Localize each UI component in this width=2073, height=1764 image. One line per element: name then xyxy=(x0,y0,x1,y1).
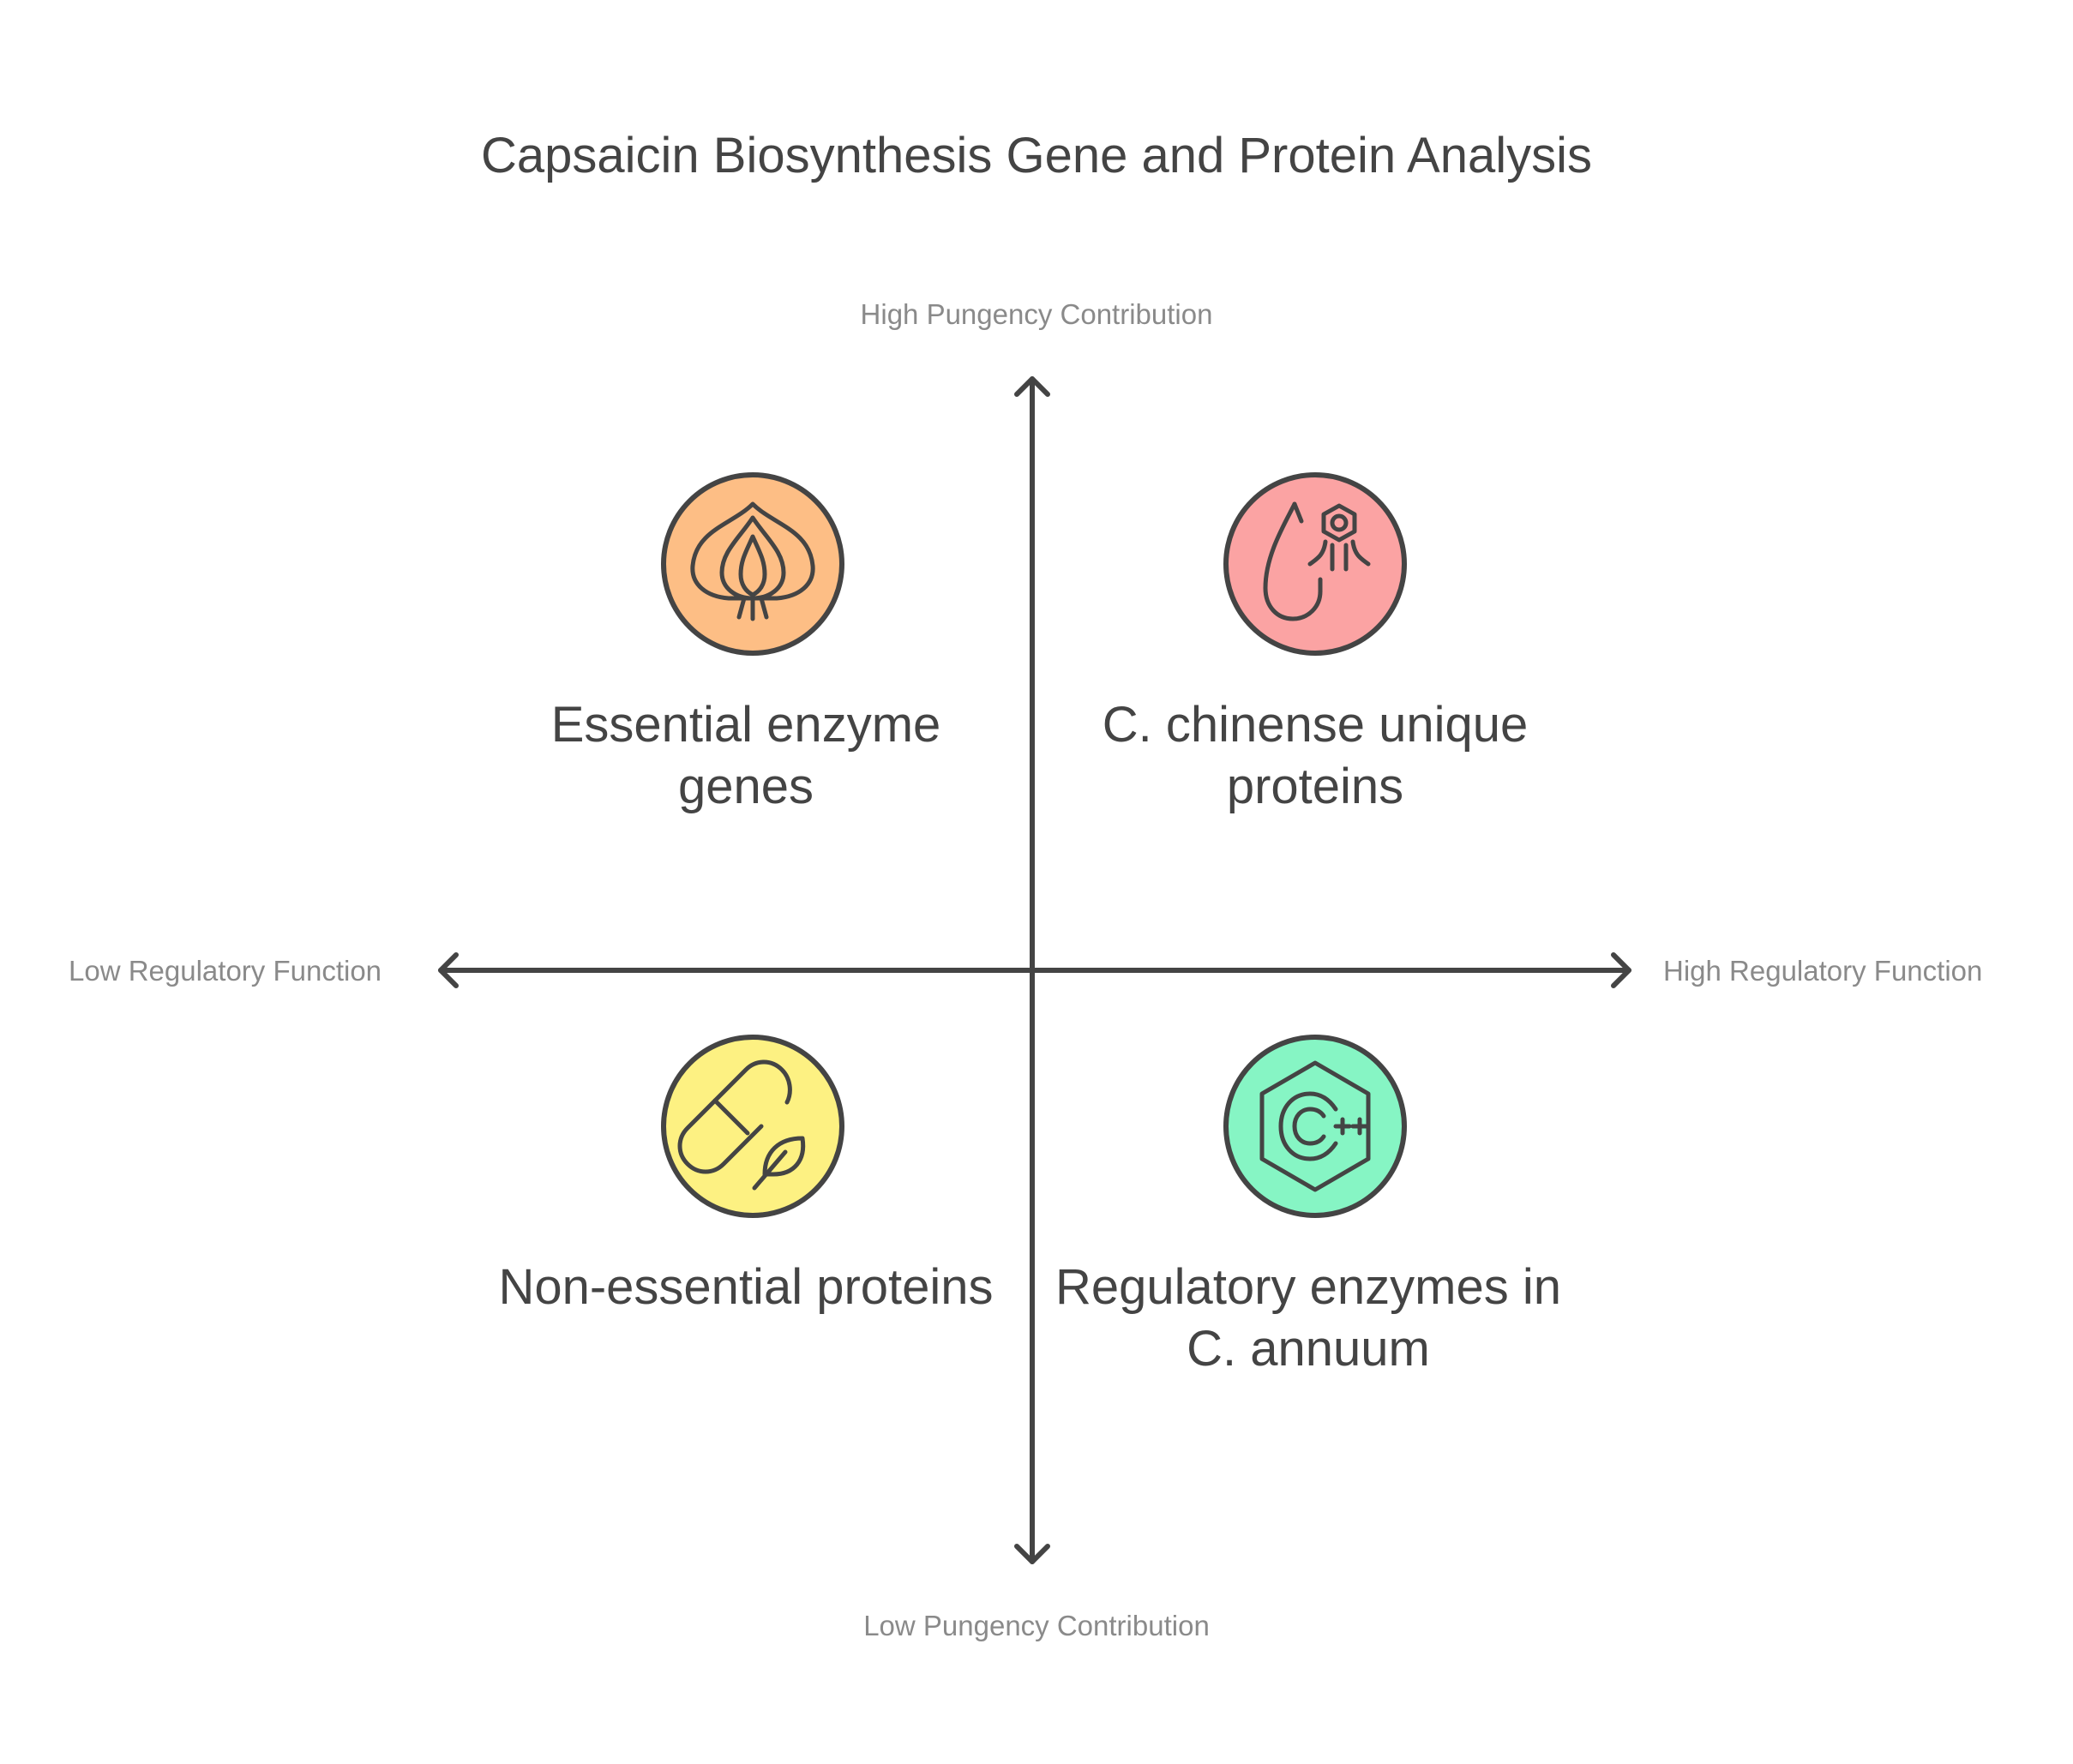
icon-circle-top-right xyxy=(1223,472,1407,656)
garlic-icon xyxy=(661,472,844,656)
y-axis-high-label: High Pungency Contribution xyxy=(860,298,1213,330)
right-arrowhead xyxy=(1611,952,1631,988)
quadrant-label-top-right: C. chinense unique proteins xyxy=(1102,697,1529,814)
cpp-hexagon-icon xyxy=(1223,1035,1407,1218)
icon-circle-top-left xyxy=(661,472,844,656)
left-arrowhead xyxy=(438,952,459,988)
quadrant-label-bottom-right: Regulatory enzymes in C. annuum xyxy=(1055,1259,1561,1377)
quadrant-label-top-left: Essential enzyme genes xyxy=(550,697,941,814)
diagram-title: Capsaicin Biosynthesis Gene and Protein … xyxy=(480,128,1593,183)
icon-circle-bottom-right xyxy=(1223,1035,1407,1218)
drop-molecule-icon xyxy=(1223,472,1407,656)
y-axis-low-label: Low Pungency Contribution xyxy=(863,1610,1210,1641)
quadrant-label-bottom-left: Non-essential proteins xyxy=(498,1259,994,1315)
up-arrowhead xyxy=(1014,376,1050,397)
capsule-leaf-icon xyxy=(661,1035,844,1218)
down-arrowhead xyxy=(1014,1544,1050,1564)
x-axis-high-label: High Regulatory Function xyxy=(1663,955,1983,987)
x-axis-low-label: Low Regulatory Function xyxy=(69,955,382,987)
